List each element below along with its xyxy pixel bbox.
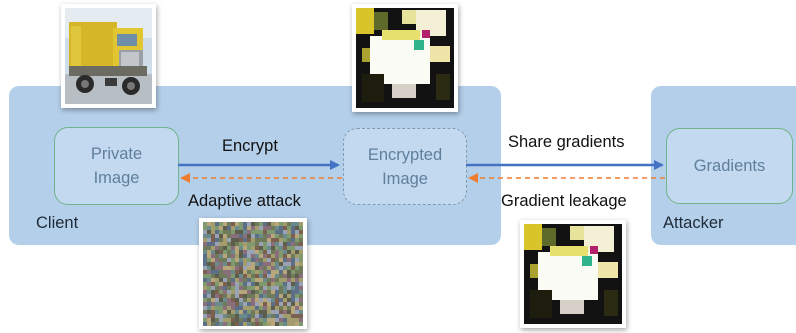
encrypted-image-line2: Image bbox=[382, 169, 428, 188]
gradients-label: Gradients bbox=[693, 157, 766, 175]
encrypted-image-box: Encrypted Image bbox=[343, 128, 467, 205]
noise-reconstruction-image bbox=[203, 222, 303, 326]
attacker-label: Attacker bbox=[663, 214, 724, 232]
leaked-encrypted-image bbox=[524, 224, 622, 324]
private-image-thumbnail bbox=[61, 4, 156, 108]
noisy-encrypted-image bbox=[356, 8, 454, 108]
encrypted-image-line1: Encrypted bbox=[367, 145, 443, 164]
gradients-box: Gradients bbox=[666, 128, 793, 204]
encrypt-label: Encrypt bbox=[222, 137, 278, 155]
private-image-line2: Image bbox=[93, 169, 140, 187]
client-label: Client bbox=[36, 214, 79, 232]
gradient-leakage-label: Gradient leakage bbox=[501, 192, 627, 210]
encrypted-image-thumbnail bbox=[352, 4, 458, 112]
adaptive-attack-thumbnail bbox=[199, 218, 307, 329]
private-image-line1: Private bbox=[90, 145, 143, 163]
truck-image bbox=[65, 8, 152, 104]
share-gradients-label: Share gradients bbox=[508, 133, 625, 151]
gradient-leakage-thumbnail bbox=[520, 220, 626, 328]
adaptive-attack-label: Adaptive attack bbox=[188, 192, 301, 210]
private-image-box: Private Image bbox=[54, 127, 179, 205]
